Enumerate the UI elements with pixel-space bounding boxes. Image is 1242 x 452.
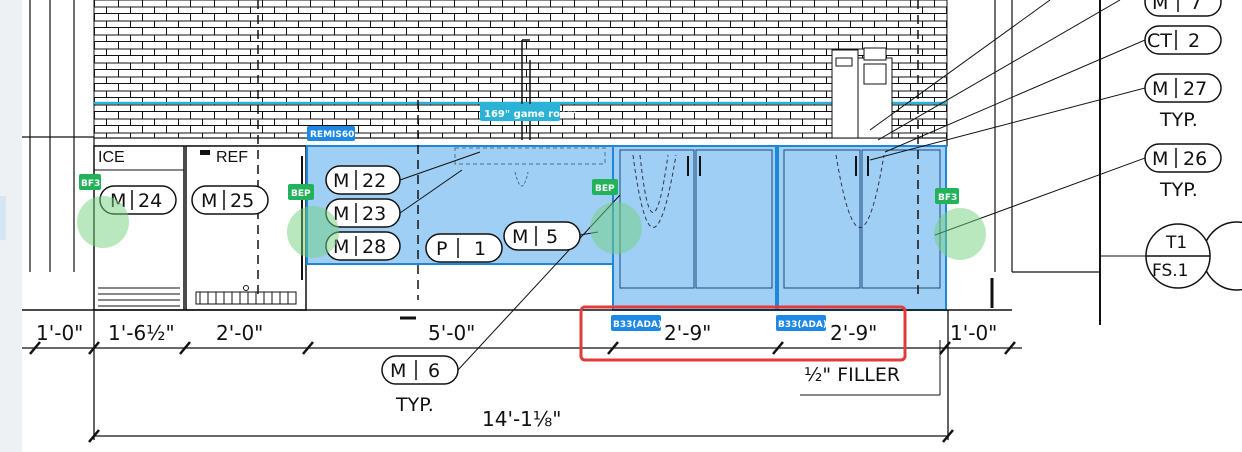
callout-ct2[interactable]: CT 2: [1144, 25, 1222, 55]
section-marker-t1[interactable]: T1 FS.1: [1145, 221, 1242, 291]
svg-text:M: M: [1152, 148, 1168, 170]
ref-label: REF: [216, 149, 248, 166]
dimension-1ft-6-half: 1'-6½": [108, 321, 175, 345]
callout-m6[interactable]: M 6: [381, 355, 459, 385]
dimension-2ft: 2'-0": [216, 321, 263, 345]
tag-game-room-height[interactable]: 169" game room: [480, 104, 577, 121]
dimension-2ft-9-b: 2'-9": [830, 321, 877, 345]
svg-text:B33(ADA): B33(ADA): [778, 320, 827, 330]
svg-text:M: M: [333, 170, 349, 192]
left-scroll-handle[interactable]: [0, 196, 6, 240]
svg-text:FS.1: FS.1: [1152, 261, 1189, 281]
tag-bf3-right[interactable]: BF3: [935, 188, 959, 204]
callout-m7[interactable]: M 7: [1144, 0, 1222, 17]
typ-note-m26: TYP.: [1159, 179, 1198, 201]
centerlines: [257, 0, 919, 300]
svg-text:24: 24: [138, 190, 162, 212]
dimension-5ft: 5'-0": [428, 321, 475, 345]
svg-text:2: 2: [1188, 30, 1200, 52]
callout-m23[interactable]: M 23: [325, 198, 401, 228]
svg-text:BEP: BEP: [291, 189, 311, 199]
callout-p1[interactable]: P 1: [425, 233, 503, 263]
leader-lines: [399, 0, 1147, 396]
svg-text:5: 5: [546, 226, 558, 248]
cabinet-b33-ada-2[interactable]: [777, 145, 947, 311]
svg-text:26: 26: [1183, 148, 1207, 170]
dimension-1ft: 1'-0": [36, 321, 83, 345]
tag-bep-right[interactable]: BEP: [592, 179, 618, 195]
coffee-machine[interactable]: [831, 47, 893, 139]
tag-b33-ada-1[interactable]: B33(ADA): [611, 315, 662, 331]
green-position-markers: [77, 196, 986, 260]
refrigerator[interactable]: [185, 145, 307, 311]
tag-bep-left[interactable]: BEP: [288, 184, 314, 200]
svg-text:M: M: [201, 190, 217, 212]
dimension-overall: 14'-1⅛": [482, 407, 561, 431]
svg-text:BF3: BF3: [938, 193, 957, 203]
callout-m25[interactable]: M 25: [191, 185, 269, 215]
svg-text:BEP: BEP: [595, 184, 615, 194]
ice-label: ICE: [98, 149, 125, 166]
dimension-1ft-right: 1'-0": [950, 321, 997, 345]
svg-text:REMIS60: REMIS60: [310, 130, 354, 140]
svg-text:23: 23: [362, 203, 386, 225]
svg-text:M: M: [1152, 78, 1168, 100]
svg-text:BF3: BF3: [81, 179, 100, 189]
svg-text:6: 6: [428, 360, 440, 382]
counter-top: [93, 137, 948, 147]
tag-b33-ada-2[interactable]: B33(ADA): [776, 315, 827, 331]
selection-highlight[interactable]: [579, 305, 907, 362]
dimension-2ft-9-a: 2'-9": [664, 321, 711, 345]
svg-text:25: 25: [230, 190, 254, 212]
typ-note-m6: TYP.: [395, 394, 434, 416]
svg-text:28: 28: [362, 236, 386, 258]
callout-m26[interactable]: M 26: [1144, 143, 1222, 173]
svg-text:22: 22: [362, 170, 386, 192]
svg-text:P: P: [436, 238, 447, 260]
callout-m5[interactable]: M 5: [503, 221, 581, 251]
tag-remis60[interactable]: REMIS60: [307, 126, 355, 141]
filler-note: ½" FILLER: [804, 364, 900, 386]
svg-text:1: 1: [474, 238, 486, 260]
svg-text:M: M: [390, 360, 406, 382]
svg-text:M: M: [1152, 0, 1168, 14]
svg-text:169" game room: 169" game room: [484, 109, 577, 120]
svg-text:T1: T1: [1165, 233, 1187, 253]
svg-text:CT: CT: [1147, 30, 1172, 52]
callout-m27[interactable]: M 27: [1144, 73, 1222, 103]
wall-lines: [22, 0, 1101, 325]
svg-text:7: 7: [1190, 0, 1202, 14]
svg-text:27: 27: [1183, 78, 1207, 100]
typ-note-m27: TYP.: [1159, 109, 1198, 131]
left-margin-panel: [0, 0, 22, 452]
svg-text:B33(ADA): B33(ADA): [613, 320, 662, 330]
callout-m22[interactable]: M 22: [325, 165, 401, 195]
svg-text:M: M: [333, 203, 349, 225]
tag-bf3-left[interactable]: BF3: [79, 174, 101, 190]
svg-text:M: M: [512, 226, 528, 248]
dimension-lines: [22, 278, 1022, 443]
